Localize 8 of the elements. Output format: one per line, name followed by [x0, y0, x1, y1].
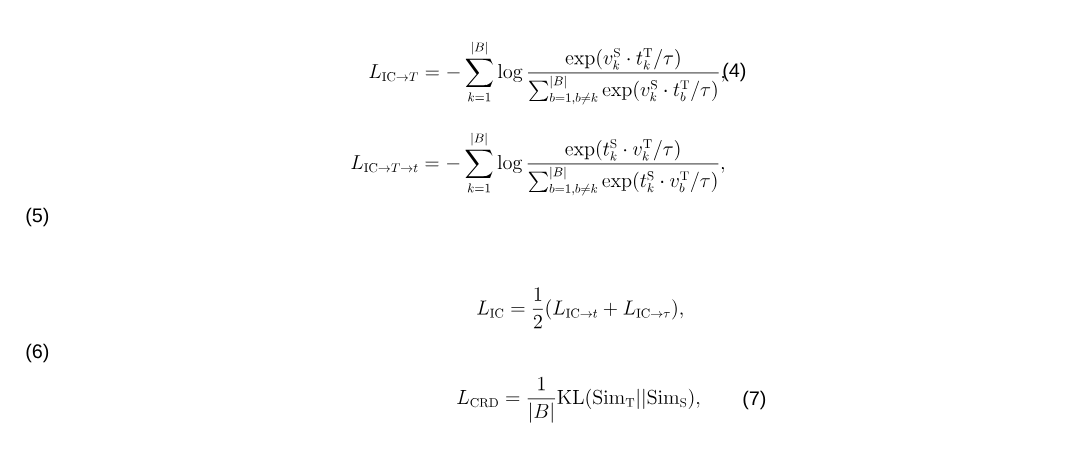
equation: $L_{\mathrm{IC}} = \frac{1}{2}(L_{\mathrm{IC}\to t} + L_{\mathrm{IC}\to\tau}),$	[477, 287, 683, 329]
equation-number: (4)	[723, 62, 746, 82]
equation: $L_{\mathrm{IC}\to T} = -\sum_{k=1}^{|B|} \log \frac{\exp(v_k^{\mathrm{S}} \cdot t_k^{\mathrm{T}}/\tau)}{\sum_{b=1,b\neq k}^{|B|} \exp(v_k^{\mathrm{S}} \cdot t_b^{\mathrm{T}}/\tau)},$	[369, 41, 725, 105]
equation: $L_{\mathrm{IC}\to T\to t} = -\sum_{k=1}^{|B|} \log \frac{\exp(t_k^{\mathrm{S}} \cdot v_k^{\mathrm{T}}/\tau)}{\sum_{b=1,b\neq k}^{|B|} \exp(t_k^{\mathrm{S}} \cdot v_b^{\mathrm{T}}/\tau)},$	[351, 132, 724, 196]
equation: $L_{\mathrm{CRD}} = \frac{1}{|B|}\mathrm{KL}(\mathrm{Sim}_{\mathrm{T}}||\mathrm{Sim}_{\mathrm{S}}),$	[457, 376, 700, 423]
equation-number: (7)	[743, 390, 766, 410]
equation-number: (6)	[26, 343, 49, 363]
equation-number: (5)	[26, 207, 49, 227]
